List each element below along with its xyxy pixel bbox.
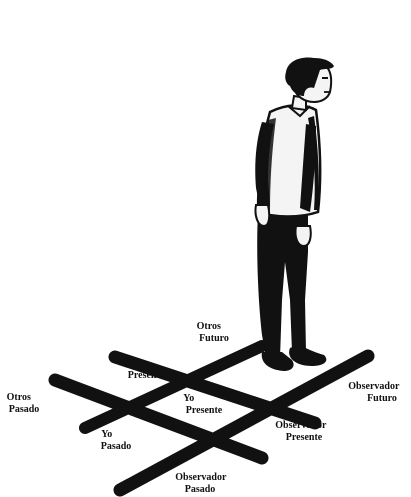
label-observador-futuro: Observador Futuro	[348, 381, 401, 404]
label-yo-pasado: Yo Pasado	[101, 429, 132, 452]
label-otros-presente: Otros Presente	[125, 358, 165, 381]
person-left-shoe	[262, 352, 294, 371]
person-left-hand	[255, 205, 269, 226]
label-otros-futuro: Otros Futuro	[197, 321, 229, 344]
label-observador-presente: Observador Presente	[275, 420, 328, 443]
person-right-hand	[295, 226, 310, 246]
label-observador-pasado: Observador Pasado	[175, 472, 228, 495]
grid-labels: Otros Futuro Otros Presente Otros Pasado…	[7, 321, 402, 495]
standing-person-illustration	[255, 58, 334, 371]
person-right-shoe	[289, 344, 326, 366]
label-otros-pasado: Otros Pasado	[7, 392, 40, 415]
grid-lines	[55, 346, 368, 490]
